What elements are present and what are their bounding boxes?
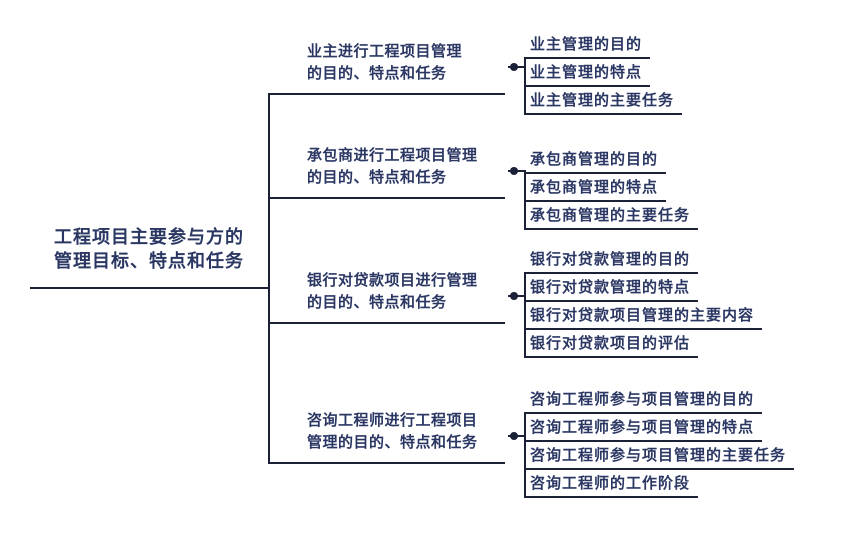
branch3-expand-dot[interactable]: [510, 292, 518, 300]
branch-topic-consultant-line2: 管理的目的、特点和任务: [307, 434, 478, 451]
subtopic-owner-purpose[interactable]: 业主管理的目的: [524, 36, 651, 59]
subtopic-consultant-stages-label: 咨询工程师的工作阶段: [530, 475, 691, 492]
subtopic-bank-features[interactable]: 银行对贷款管理的特点: [524, 279, 699, 302]
root-branch-spine: [268, 93, 270, 464]
subtopic-bank-main-content-label: 银行对贷款项目管理的主要内容: [530, 307, 755, 324]
subtopic-consultant-purpose-label: 咨询工程师参与项目管理的目的: [530, 391, 755, 408]
subtopic-consultant-tasks[interactable]: 咨询工程师参与项目管理的主要任务: [524, 447, 795, 470]
branch-topic-consultant-line1: 咨询工程师进行工程项目: [307, 412, 478, 429]
branch-topic-contractor[interactable]: 承包商进行工程项目管理 的目的、特点和任务: [268, 145, 505, 199]
subtopic-bank-evaluation-label: 银行对贷款项目的评估: [530, 335, 691, 352]
subtopic-owner-tasks-label: 业主管理的主要任务: [530, 92, 675, 109]
subtopic-contractor-features[interactable]: 承包商管理的特点: [524, 179, 667, 202]
subtopic-owner-features[interactable]: 业主管理的特点: [524, 64, 651, 87]
subtopic-owner-purpose-label: 业主管理的目的: [530, 36, 643, 53]
branch1-expand-dot[interactable]: [510, 63, 518, 71]
subtopic-bank-features-label: 银行对贷款管理的特点: [530, 279, 691, 296]
subtopic-consultant-features[interactable]: 咨询工程师参与项目管理的特点: [524, 419, 763, 442]
subtopic-consultant-stages[interactable]: 咨询工程师的工作阶段: [524, 475, 699, 498]
subtopic-contractor-tasks-label: 承包商管理的主要任务: [530, 207, 691, 224]
branch-topic-bank-line1: 银行对贷款项目进行管理: [307, 272, 478, 289]
branch-topic-consultant[interactable]: 咨询工程师进行工程项目 管理的目的、特点和任务: [268, 410, 505, 464]
branch-topic-owner-line1: 业主进行工程项目管理: [307, 43, 463, 60]
branch4-children-spine: [524, 412, 526, 498]
subtopic-contractor-tasks[interactable]: 承包商管理的主要任务: [524, 207, 699, 230]
branch-topic-bank-line2: 的目的、特点和任务: [307, 294, 447, 311]
subtopic-consultant-features-label: 咨询工程师参与项目管理的特点: [530, 419, 755, 436]
subtopic-consultant-purpose[interactable]: 咨询工程师参与项目管理的目的: [524, 391, 763, 414]
branch-topic-contractor-line1: 承包商进行工程项目管理: [307, 147, 478, 164]
branch-topic-owner[interactable]: 业主进行工程项目管理 的目的、特点和任务: [268, 41, 505, 95]
subtopic-contractor-purpose[interactable]: 承包商管理的目的: [524, 151, 667, 174]
branch-topic-contractor-line2: 的目的、特点和任务: [307, 169, 447, 186]
subtopic-owner-tasks[interactable]: 业主管理的主要任务: [524, 92, 683, 115]
branch-topic-owner-line2: 的目的、特点和任务: [307, 65, 447, 82]
subtopic-bank-purpose-label: 银行对贷款管理的目的: [530, 251, 691, 268]
branch4-expand-dot[interactable]: [510, 432, 518, 440]
subtopic-owner-features-label: 业主管理的特点: [530, 64, 643, 81]
subtopic-consultant-tasks-label: 咨询工程师参与项目管理的主要任务: [530, 447, 787, 464]
branch2-expand-dot[interactable]: [510, 167, 518, 175]
subtopic-bank-evaluation[interactable]: 银行对贷款项目的评估: [524, 335, 699, 358]
root-topic[interactable]: 工程项目主要参与方的 管理目标、特点和任务: [30, 225, 268, 289]
subtopic-contractor-purpose-label: 承包商管理的目的: [530, 151, 659, 168]
branch-topic-bank[interactable]: 银行对贷款项目进行管理 的目的、特点和任务: [268, 270, 505, 324]
subtopic-bank-main-content[interactable]: 银行对贷款项目管理的主要内容: [524, 307, 763, 330]
subtopic-contractor-features-label: 承包商管理的特点: [530, 179, 659, 196]
branch3-children-spine: [524, 272, 526, 358]
root-topic-line2: 管理目标、特点和任务: [54, 251, 244, 271]
root-topic-line1: 工程项目主要参与方的: [54, 227, 244, 247]
subtopic-bank-purpose[interactable]: 银行对贷款管理的目的: [524, 251, 699, 274]
